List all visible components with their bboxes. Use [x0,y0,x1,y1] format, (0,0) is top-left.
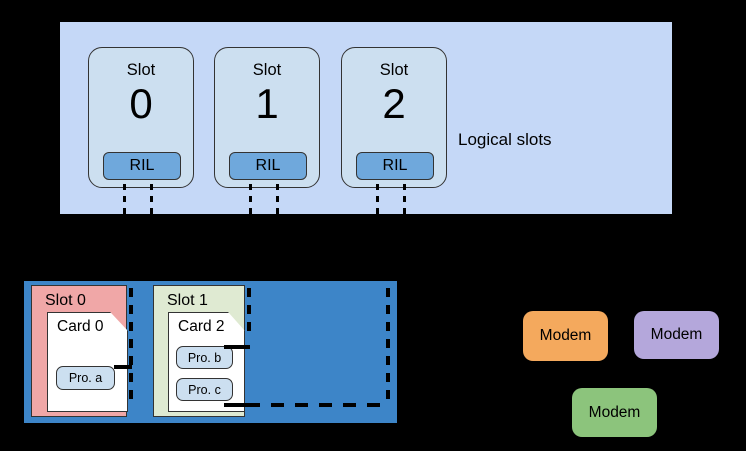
physical-slots-panel: Slot 0 Card 0 Pro. a Slot 1 Card 2 Pro. … [24,281,397,423]
logical-slot-2-number: 2 [382,80,406,127]
logical-slot-1-number: 1 [255,80,279,127]
logical-slot-0-number: 0 [129,80,153,127]
connector-stub-2a [376,184,379,214]
logical-slot-2[interactable]: Slot 2 RIL [341,47,447,188]
connector-stub-1a [249,184,252,214]
ril-box-0[interactable]: RIL [103,152,181,180]
ril-box-1[interactable]: RIL [229,152,307,180]
sim-card-0-label: Card 0 [57,318,104,335]
dashed-line-slot1-right [247,288,251,338]
logical-slot-0-word: Slot [126,61,156,79]
dashed-line-bottom [247,403,388,407]
profile-pro-b[interactable]: Pro. b [176,346,233,369]
ril-box-2[interactable]: RIL [356,152,434,180]
logical-slot-2-word: Slot [379,61,409,79]
connector-pro-b [224,345,250,349]
connector-stub-0b [150,184,153,214]
connector-stub-1b [276,184,279,214]
modem-orange[interactable]: Modem [523,311,608,361]
logical-slot-0[interactable]: Slot 0 RIL [88,47,194,188]
sim-card-0[interactable]: Card 0 Pro. a [47,312,128,412]
modem-purple[interactable]: Modem [634,311,719,359]
connector-stub-2b [403,184,406,214]
dashed-line-slot0-right [129,288,133,406]
logical-slot-1[interactable]: Slot 1 RIL [214,47,320,188]
profile-pro-c[interactable]: Pro. c [176,378,233,401]
profile-pro-a[interactable]: Pro. a [56,366,115,390]
logical-slots-panel: Slot 0 RIL Slot 1 RIL Slot 2 RIL Logical… [60,22,672,214]
connector-pro-a [114,365,132,369]
physical-slot-0-label: Slot 0 [45,292,86,309]
logical-slots-label: Logical slots [458,130,552,149]
dashed-line-right-edge [386,288,390,406]
physical-slot-0[interactable]: Slot 0 Card 0 Pro. a [31,285,128,417]
modem-green[interactable]: Modem [572,388,657,437]
sim-card-2[interactable]: Card 2 Pro. b Pro. c [168,312,245,412]
sim-card-2-label: Card 2 [178,318,225,335]
connector-pro-c [224,403,250,407]
physical-slot-1[interactable]: Slot 1 Card 2 Pro. b Pro. c [153,285,245,417]
connector-stub-0a [123,184,126,214]
logical-slot-1-word: Slot [252,61,282,79]
physical-slot-1-label: Slot 1 [167,292,208,309]
